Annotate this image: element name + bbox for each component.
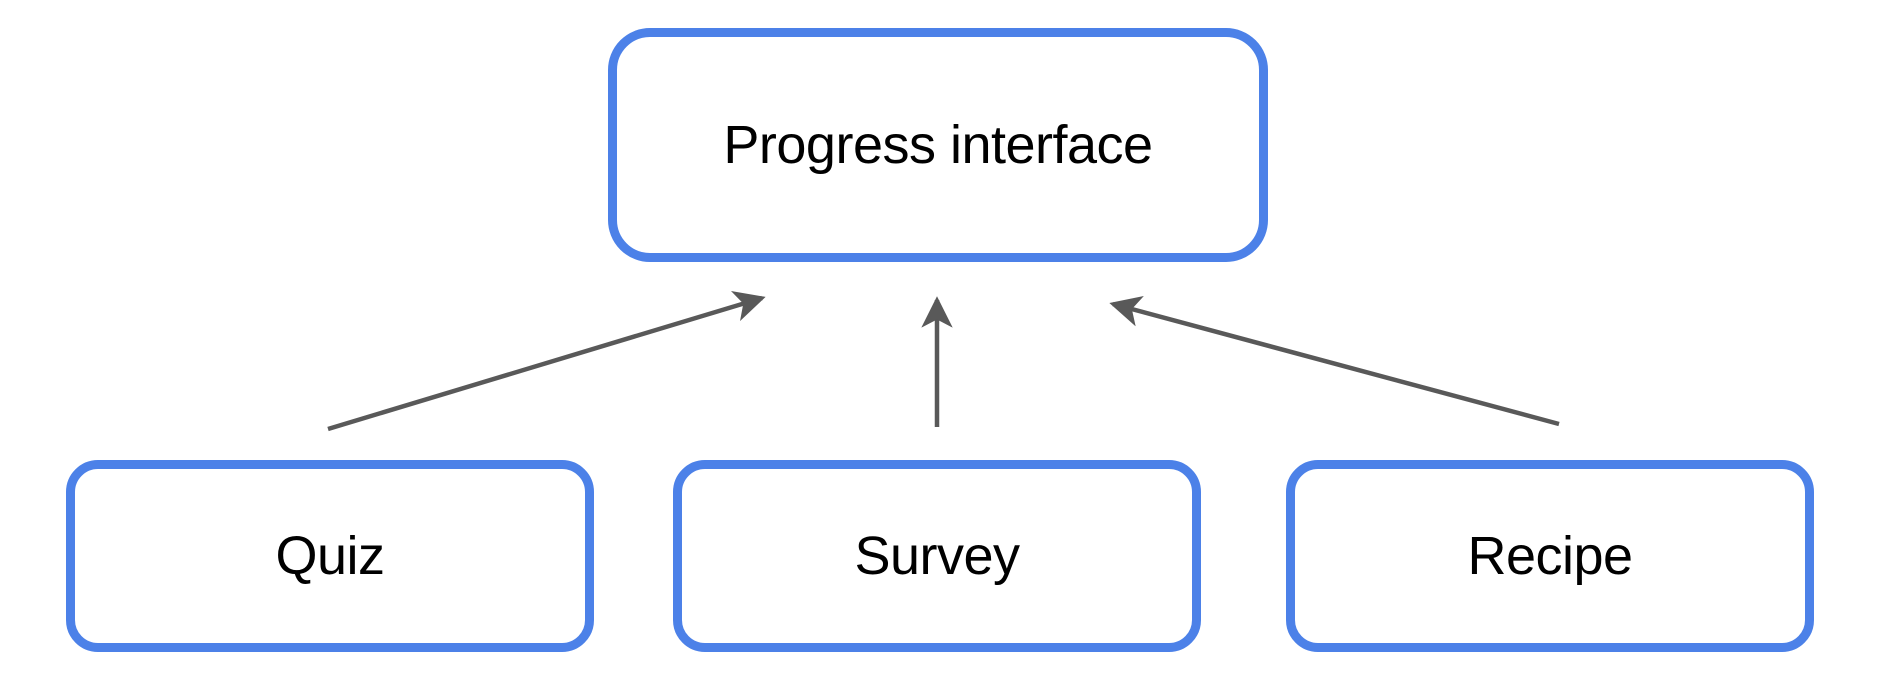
node-survey-label: Survey [854,526,1020,586]
node-recipe-label: Recipe [1467,526,1633,586]
node-progress-interface: Progress interface [608,28,1268,262]
node-progress-interface-label: Progress interface [723,115,1153,175]
node-survey: Survey [673,460,1201,652]
node-quiz-label: Quiz [275,526,385,586]
node-recipe: Recipe [1286,460,1814,652]
arrow-quiz-to-progress [327,290,766,432]
node-quiz: Quiz [66,460,594,652]
arrow-recipe-to-progress [1109,295,1560,427]
